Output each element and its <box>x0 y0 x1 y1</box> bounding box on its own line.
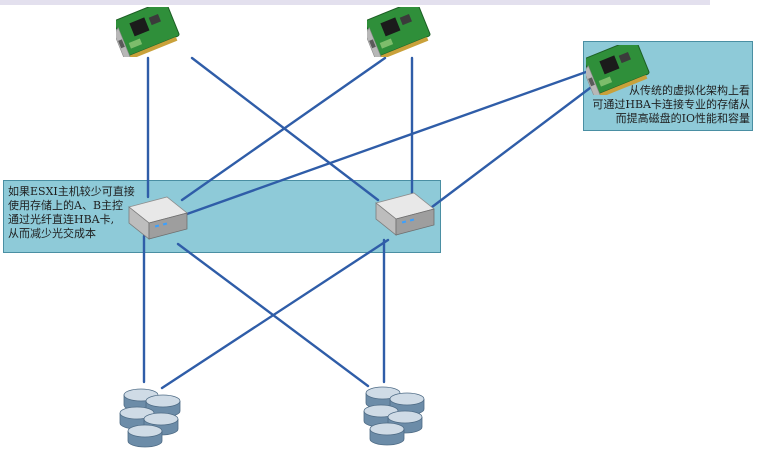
note-line: 通过光纤直连HBA卡, <box>8 213 115 226</box>
storage-disks-icon <box>119 388 181 448</box>
link-hba2-switch1 <box>180 56 387 202</box>
hba-card-icon <box>367 7 431 57</box>
note-line: 而提高磁盘的IO性能和容量 <box>615 112 750 125</box>
note-line: 如果ESXI主机较少可直接 <box>8 185 135 198</box>
hba-card-icon <box>116 7 180 57</box>
note-line: 从而减少光交成本 <box>8 227 96 240</box>
note-line: 使用存储上的A、B主控 <box>8 199 124 212</box>
link-hba3-switch1 <box>185 70 588 216</box>
fc-switch-icon <box>375 192 435 236</box>
note-line: 可通过HBA卡连接专业的存储从 <box>592 98 750 111</box>
note-line: 从传统的虚拟化架构上看 <box>629 84 750 97</box>
header-band <box>0 0 710 5</box>
storage-disks-icon <box>363 386 425 446</box>
note-hba-performance: 从传统的虚拟化架构上看 可通过HBA卡连接专业的存储从 而提高磁盘的IO性能和容… <box>590 84 750 126</box>
link-switch2-storage1 <box>160 238 390 390</box>
note-direct-connect: 如果ESXI主机较少可直接 使用存储上的A、B主控 通过光纤直连HBA卡, 从而… <box>8 185 135 241</box>
link-hba3-switch2 <box>430 80 600 209</box>
